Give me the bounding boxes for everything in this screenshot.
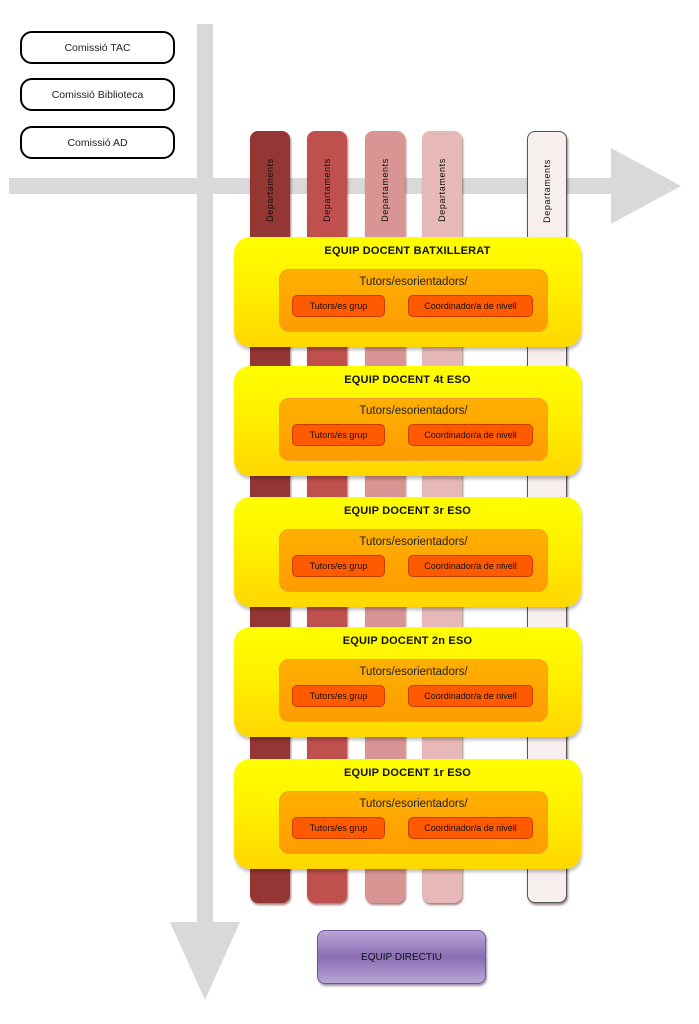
tutors-group: Tutors/esorientadors/ Tutors/es grup Coo… [279, 659, 548, 722]
comissio-label: Comissió Biblioteca [51, 88, 144, 101]
tutors-grup-box: Tutors/es grup [292, 295, 385, 317]
tutors-group: Tutors/esorientadors/ Tutors/es grup Coo… [279, 398, 548, 461]
comissio-biblioteca: Comissió Biblioteca [20, 78, 175, 111]
tutors-title: Tutors/esorientadors/ [359, 666, 468, 678]
equip-directiu: EQUIP DIRECTIU [317, 930, 486, 984]
coordinador-box: Coordinador/a de nivell [408, 295, 533, 317]
comissio-tac: Comissió TAC [20, 31, 175, 64]
team-title: EQUIP DOCENT 1r ESO [343, 767, 472, 779]
tutors-group: Tutors/esorientadors/ Tutors/es grup Coo… [279, 529, 548, 592]
equip-docent-batxillerat: EQUIP DOCENT BATXILLERAT Tutors/esorient… [234, 237, 581, 347]
department-label: Departaments [322, 158, 333, 222]
tutors-grup-box: Tutors/es grup [292, 424, 385, 446]
tutors-group: Tutors/esorientadors/ Tutors/es grup Coo… [279, 791, 548, 854]
tutors-group: Tutors/esorientadors/ Tutors/es grup Coo… [279, 269, 548, 332]
vertical-arrow-shaft [197, 24, 213, 926]
directiu-label: EQUIP DIRECTIU [361, 951, 442, 963]
team-title: EQUIP DOCENT 3r ESO [343, 505, 472, 517]
coordinador-box: Coordinador/a de nivell [408, 424, 533, 446]
tutors-title: Tutors/esorientadors/ [359, 405, 468, 417]
comissio-label: Comissió AD [67, 136, 128, 149]
department-label: Departaments [380, 158, 391, 222]
comissio-ad: Comissió AD [20, 126, 175, 159]
coordinador-box: Coordinador/a de nivell [408, 555, 533, 577]
team-title: EQUIP DOCENT 2n ESO [342, 635, 473, 647]
comissio-label: Comissió TAC [64, 41, 131, 54]
department-label: Departaments [437, 158, 448, 222]
coordinador-box: Coordinador/a de nivell [408, 685, 533, 707]
equip-docent-1r-eso: EQUIP DOCENT 1r ESO Tutors/esorientadors… [234, 759, 581, 869]
arrow-down-icon [170, 922, 240, 1000]
department-label: Departaments [542, 159, 553, 223]
tutors-grup-box: Tutors/es grup [292, 555, 385, 577]
department-label: Departaments [265, 158, 276, 222]
tutors-title: Tutors/esorientadors/ [359, 276, 468, 288]
tutors-grup-box: Tutors/es grup [292, 817, 385, 839]
equip-docent-4t-eso: EQUIP DOCENT 4t ESO Tutors/esorientadors… [234, 366, 581, 476]
tutors-grup-box: Tutors/es grup [292, 685, 385, 707]
arrow-right-icon [611, 148, 681, 224]
team-title: EQUIP DOCENT 4t ESO [344, 374, 471, 386]
tutors-title: Tutors/esorientadors/ [359, 536, 468, 548]
equip-docent-3r-eso: EQUIP DOCENT 3r ESO Tutors/esorientadors… [234, 497, 581, 607]
equip-docent-2n-eso: EQUIP DOCENT 2n ESO Tutors/esorientadors… [234, 627, 581, 737]
tutors-title: Tutors/esorientadors/ [359, 798, 468, 810]
team-title: EQUIP DOCENT BATXILLERAT [324, 245, 491, 257]
coordinador-box: Coordinador/a de nivell [408, 817, 533, 839]
